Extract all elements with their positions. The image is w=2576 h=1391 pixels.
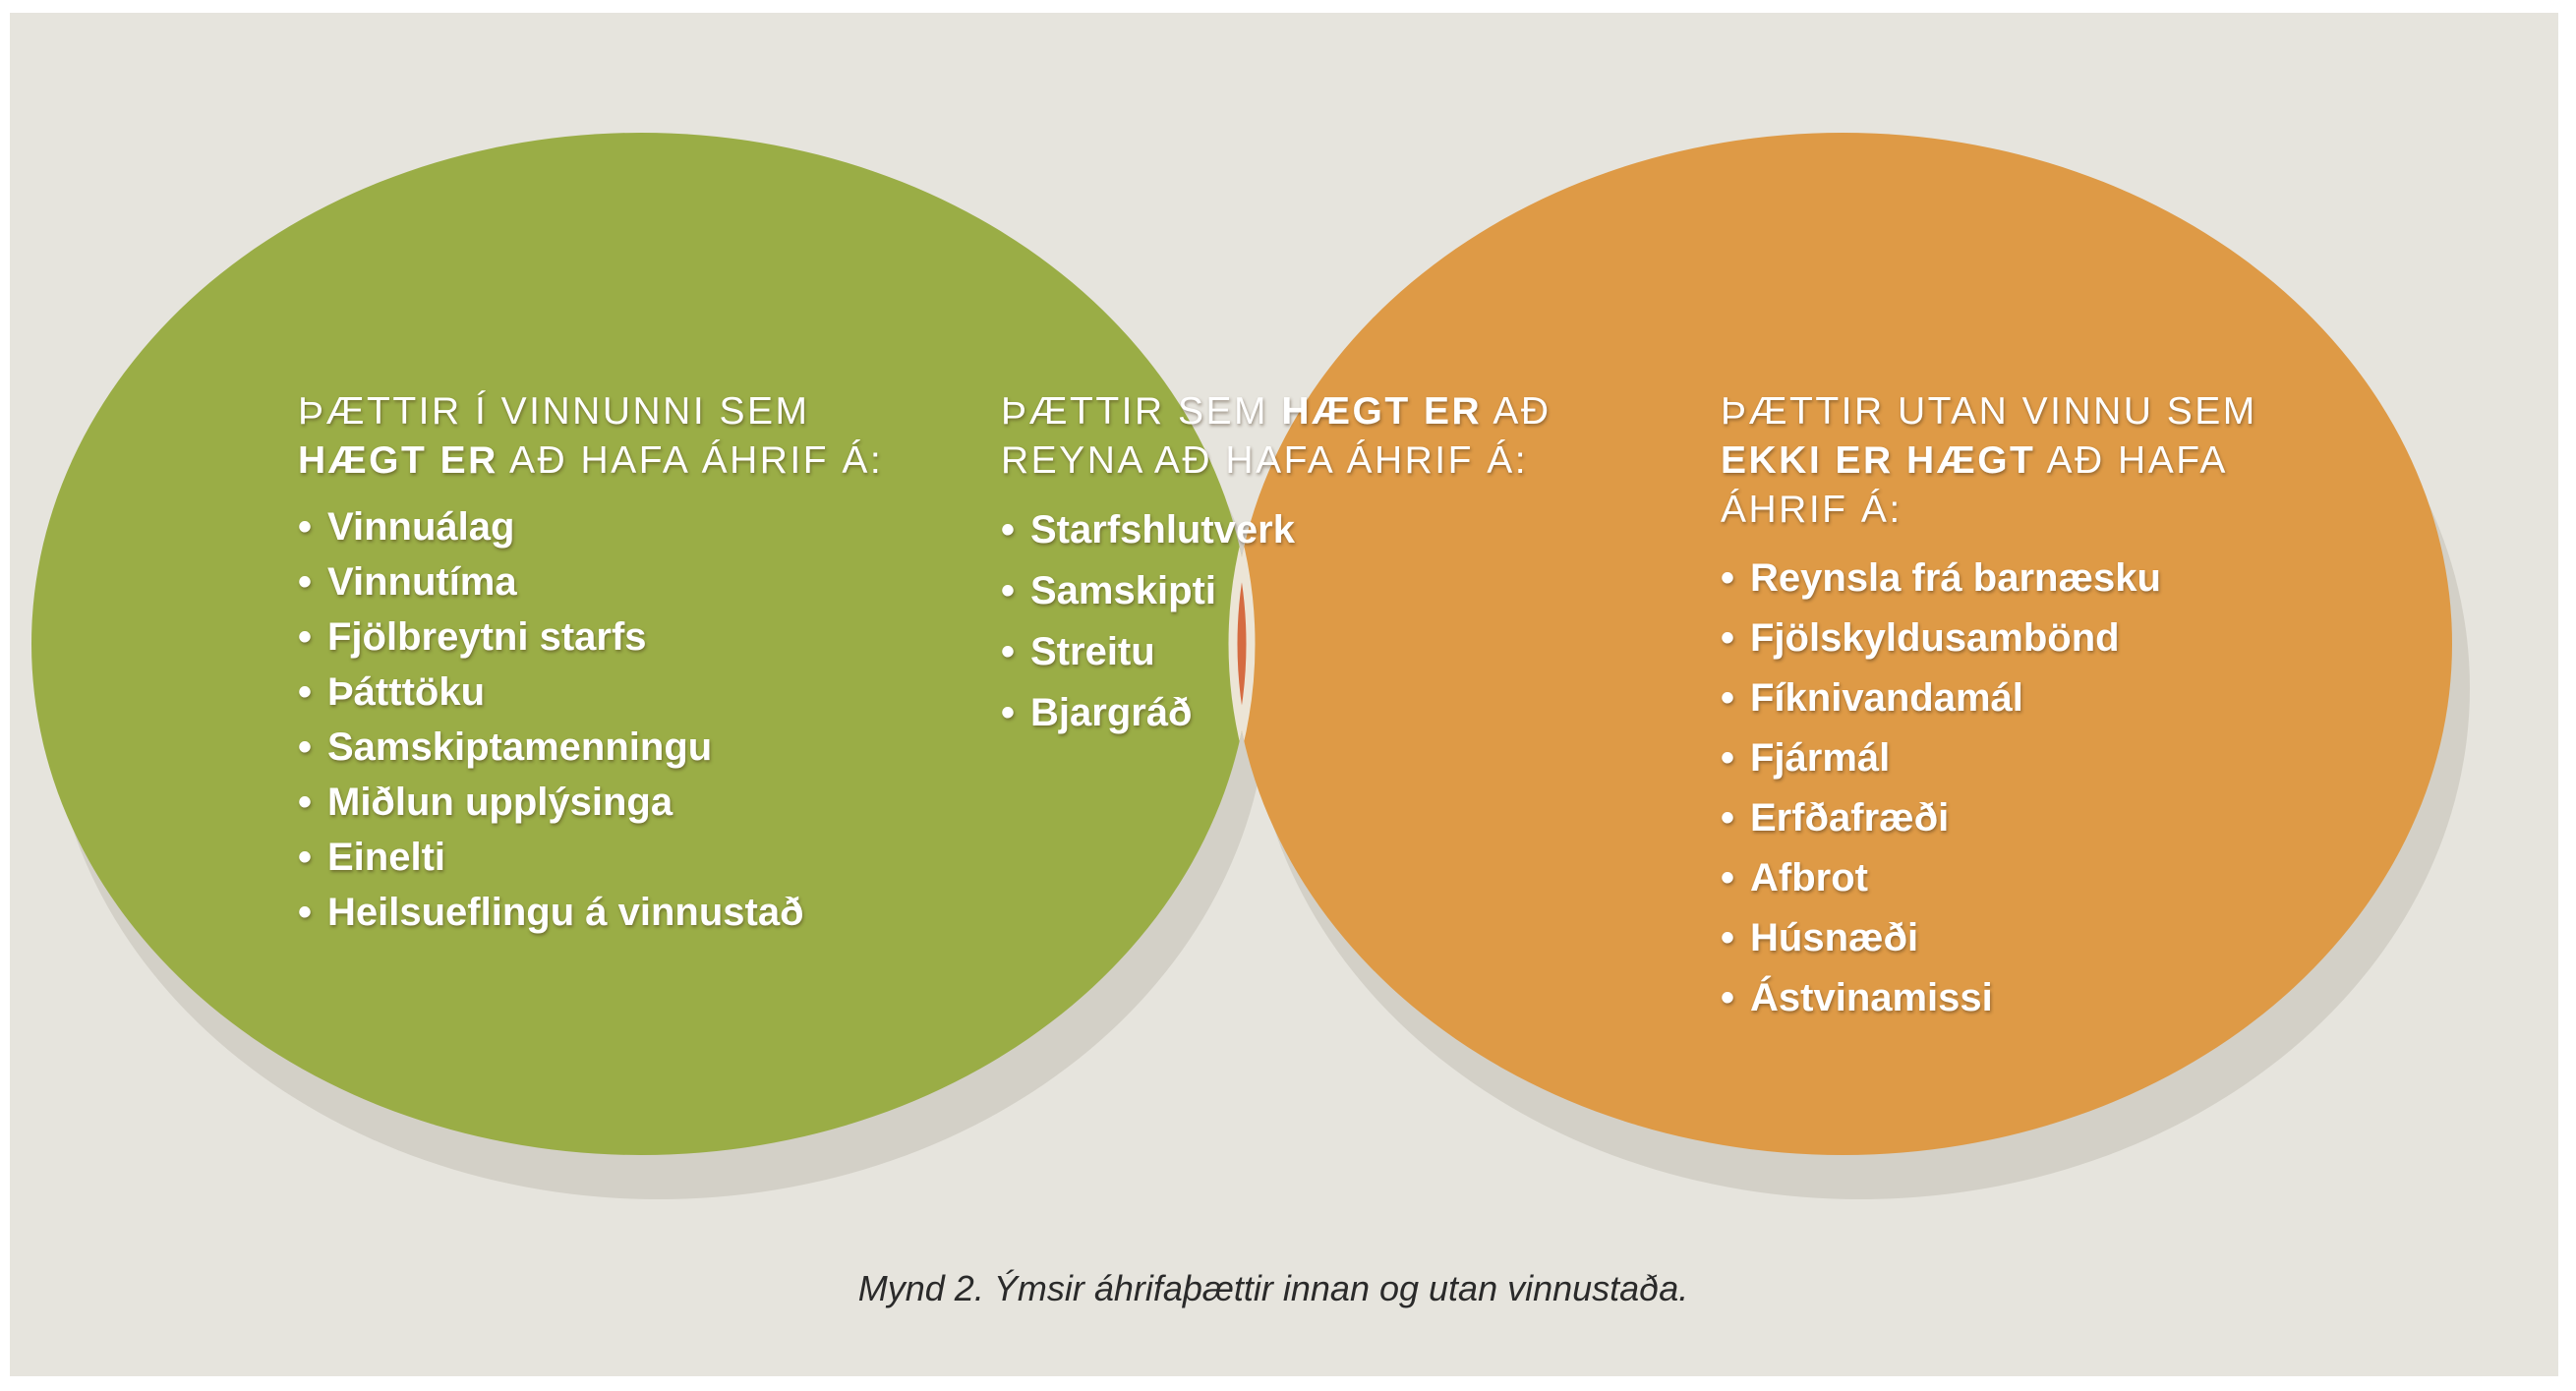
left-circle-outline <box>1233 133 1256 1155</box>
right-heading: ÞÆTTIR UTAN VINNU SEM EKKI ER HÆGT AÐ HA… <box>1721 387 2350 535</box>
bullet-icon: • <box>1001 691 1016 734</box>
middle-heading-line2: REYNA AÐ HAFA ÁHRIF Á: <box>1001 439 1529 482</box>
list-item: • Húsnæði <box>1721 908 2350 968</box>
list-item-text: Þátttöku <box>327 670 485 714</box>
bullet-icon: • <box>298 891 313 934</box>
list-item-text: Húsnæði <box>1750 916 1919 959</box>
list-item-text: Reynsla frá barnæsku <box>1750 556 2161 600</box>
middle-list: • Starfshlutverk • Samskipti • Streitu • Bja… <box>1001 499 1551 743</box>
bullet-icon: • <box>298 836 313 879</box>
left-heading-line1: ÞÆTTIR Í VINNUNNI SEM <box>298 390 810 433</box>
list-item-text: Streitu <box>1030 630 1155 673</box>
bullet-icon: • <box>298 615 313 659</box>
list-item: • Fjölbreytni starfs <box>298 609 907 665</box>
middle-heading-bold: HÆGT ER <box>1281 390 1483 433</box>
bullet-icon: • <box>1721 916 1735 959</box>
bullet-icon: • <box>1001 508 1016 551</box>
bullet-icon: • <box>1721 976 1735 1019</box>
right-list: • Reynsla frá barnæsku • Fjölskyldusambönd… <box>1721 549 2350 1028</box>
list-item-text: Fjölskyldusambönd <box>1750 616 2120 660</box>
middle-heading-post: AÐ <box>1482 390 1551 433</box>
list-item-text: Erfðafræði <box>1750 796 1950 840</box>
list-item: • Erfðafræði <box>1721 788 2350 848</box>
list-item: • Fjölskyldusambönd <box>1721 609 2350 668</box>
left-heading-bold: HÆGT ER <box>298 439 498 482</box>
middle-region-text: ÞÆTTIR SEM HÆGT ER AÐ REYNA AÐ HAFA ÁHRI… <box>1001 387 1551 743</box>
left-region-text: ÞÆTTIR Í VINNUNNI SEM HÆGT ER AÐ HAFA ÁH… <box>298 387 907 940</box>
left-heading: ÞÆTTIR Í VINNUNNI SEM HÆGT ER AÐ HAFA ÁH… <box>298 387 907 486</box>
list-item-text: Ástvinamissi <box>1750 976 1993 1019</box>
right-circle <box>1233 133 2452 1155</box>
list-item: • Fjármál <box>1721 728 2350 788</box>
list-item-text: Starfshlutverk <box>1030 508 1295 551</box>
right-heading-line3: ÁHRIF Á: <box>1721 489 1903 531</box>
list-item: • Vinnutíma <box>298 554 907 609</box>
middle-heading: ÞÆTTIR SEM HÆGT ER AÐ REYNA AÐ HAFA ÁHRI… <box>1001 387 1551 486</box>
bullet-icon: • <box>298 560 313 604</box>
list-item: • Streitu <box>1001 621 1551 682</box>
list-item-text: Samskipti <box>1030 569 1216 612</box>
bullet-icon: • <box>1721 796 1735 840</box>
bullet-icon: • <box>1721 856 1735 899</box>
figure-caption: Mynd 2. Ýmsir áhrifaþættir innan og utan… <box>857 1268 1689 1308</box>
left-circle <box>31 133 1251 1155</box>
bullet-icon: • <box>1721 676 1735 720</box>
bullet-icon: • <box>1721 556 1735 600</box>
right-heading-bold: EKKI ER HÆGT <box>1721 439 2036 482</box>
list-item: • Afbrot <box>1721 848 2350 908</box>
bullet-icon: • <box>298 781 313 824</box>
list-item-text: Heilsueflingu á vinnustað <box>327 891 804 934</box>
list-item: • Reynsla frá barnæsku <box>1721 549 2350 609</box>
bullet-icon: • <box>1001 569 1016 612</box>
list-item-text: Vinnuálag <box>327 505 515 549</box>
bullet-icon: • <box>1001 630 1016 673</box>
list-item: • Fíknivandamál <box>1721 668 2350 728</box>
list-item: • Bjargráð <box>1001 682 1551 743</box>
list-item-text: Afbrot <box>1750 856 1868 899</box>
list-item-text: Samskiptamenningu <box>327 725 713 769</box>
list-item: • Einelti <box>298 830 907 885</box>
list-item-text: Miðlun upplýsinga <box>327 781 673 824</box>
list-item: • Samskipti <box>1001 560 1551 621</box>
list-item: • Þátttöku <box>298 665 907 720</box>
bullet-icon: • <box>298 670 313 714</box>
left-list: • Vinnuálag • Vinnutíma • Fjölbreytni starf… <box>298 499 907 940</box>
list-item: • Heilsueflingu á vinnustað <box>298 885 907 940</box>
bullet-icon: • <box>298 725 313 769</box>
list-item: • Ástvinamissi <box>1721 968 2350 1028</box>
list-item-text: Fjölbreytni starfs <box>327 615 647 659</box>
list-item-text: Fjármál <box>1750 736 1891 780</box>
list-item-text: Vinnutíma <box>327 560 517 604</box>
bullet-icon: • <box>1721 616 1735 660</box>
list-item: • Vinnuálag <box>298 499 907 554</box>
list-item-text: Bjargráð <box>1030 691 1193 734</box>
list-item: • Starfshlutverk <box>1001 499 1551 560</box>
left-heading-rest: AÐ HAFA ÁHRIF Á: <box>498 439 884 482</box>
list-item: • Samskiptamenningu <box>298 720 907 775</box>
list-item-text: Einelti <box>327 836 446 879</box>
list-item-text: Fíknivandamál <box>1750 676 2023 720</box>
middle-heading-pre: ÞÆTTIR SEM <box>1001 390 1282 433</box>
list-item: • Miðlun upplýsinga <box>298 775 907 830</box>
right-circle-outline <box>1228 133 1251 1155</box>
bullet-icon: • <box>1721 736 1735 780</box>
right-region-text: ÞÆTTIR UTAN VINNU SEM EKKI ER HÆGT AÐ HA… <box>1721 387 2350 1028</box>
right-heading-post: AÐ HAFA <box>2035 439 2228 482</box>
bullet-icon: • <box>298 505 313 549</box>
right-heading-line1: ÞÆTTIR UTAN VINNU SEM <box>1721 390 2257 433</box>
